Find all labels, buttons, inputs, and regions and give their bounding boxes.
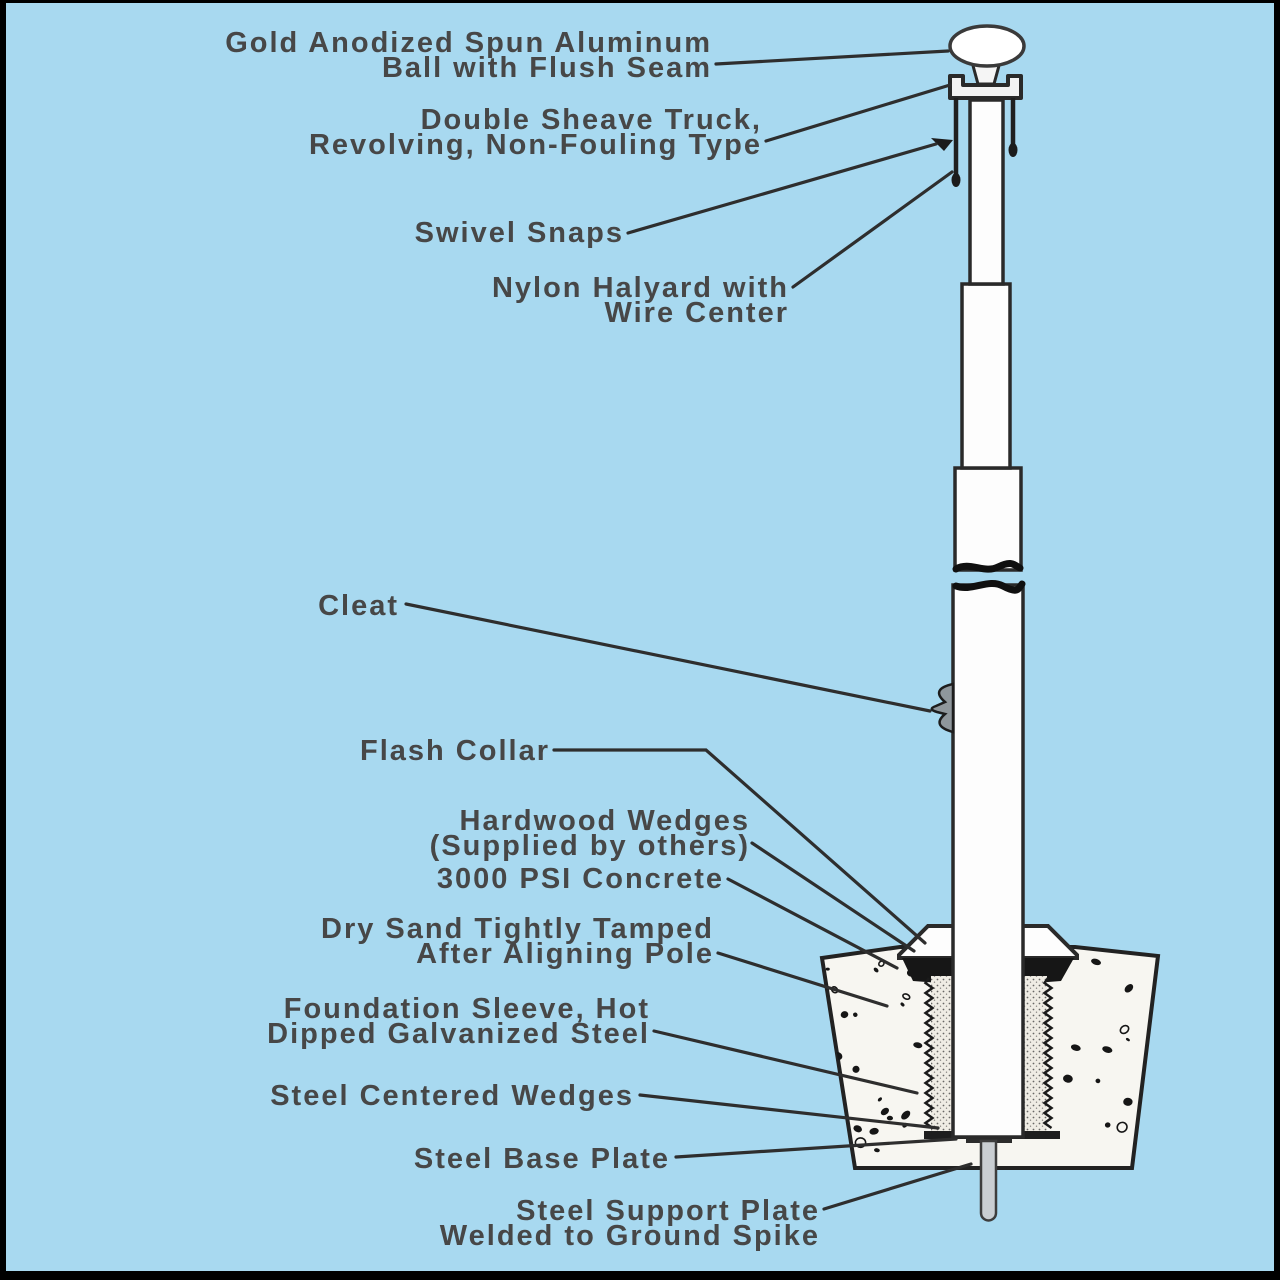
leader-concrete (726, 877, 899, 970)
swivel-snap-left-end (951, 173, 961, 187)
label-hardwood-line2: (Supplied by others) (429, 830, 750, 862)
label-halyard-line2: Wire Center (604, 297, 789, 329)
leader-baseplate (674, 1137, 958, 1159)
concrete-speckles (825, 958, 1144, 1154)
label-halyard-line1: Nylon Halyard with (491, 272, 789, 304)
leader-cleat (404, 602, 932, 713)
label-flash-line1: Flash Collar (360, 735, 550, 767)
label-ball-line2: Ball with Flush Seam (381, 52, 712, 84)
label-truck-line2: Revolving, Non-Fouling Type (308, 129, 762, 161)
label-support: Steel Support Plate Welded to Ground Spi… (439, 1195, 820, 1252)
label-halyard: Nylon Halyard with Wire Center (491, 272, 789, 329)
swivel-snap-right (1008, 143, 1018, 157)
label-support-line1: Steel Support Plate (516, 1195, 820, 1227)
pole-section-2 (960, 282, 1012, 470)
leader-swivel (626, 142, 938, 235)
foundation-sleeve-left-wall (923, 977, 935, 1130)
label-drysand: Dry Sand Tightly Tamped After Aligning P… (321, 913, 714, 970)
label-drysand-line1: Dry Sand Tightly Tamped (321, 913, 714, 945)
label-sleeve-line1: Foundation Sleeve, Hot (283, 993, 650, 1025)
label-cleat: Cleat (318, 590, 399, 622)
leader-support (822, 1162, 973, 1211)
label-swivel-line1: Swivel Snaps (414, 217, 624, 249)
pole-section-3 (953, 466, 1023, 572)
pole-break-upper (952, 559, 1024, 573)
label-drysand-line2: After Aligning Pole (416, 938, 714, 970)
label-steelwedges: Steel Centered Wedges (270, 1080, 634, 1112)
pole-section-1 (968, 98, 1005, 286)
leader-ball (714, 49, 950, 66)
leader-hardwood (750, 841, 916, 953)
foundation-sleeve-right-wall (1042, 977, 1054, 1130)
dry-sand-right (1022, 976, 1047, 1133)
label-swivel: Swivel Snaps (414, 217, 624, 249)
leader-steelwedges (638, 1093, 940, 1130)
dry-sand-left (931, 976, 954, 1133)
label-concrete-line1: 3000 PSI Concrete (436, 863, 724, 895)
label-ball: Gold Anodized Spun Aluminum Ball with Fl… (225, 27, 712, 84)
label-steelwedges-line1: Steel Centered Wedges (270, 1080, 634, 1112)
flagpole-diagram (404, 24, 1161, 1222)
diagram-stage: Gold Anodized Spun Aluminum Ball with Fl… (6, 3, 1274, 1271)
pole-section-4 (951, 583, 1025, 1139)
label-hardwood-line1: Hardwood Wedges (459, 805, 750, 837)
pole-break-lower (952, 579, 1026, 594)
swivel-snap-left (931, 138, 953, 151)
label-cleat-line1: Cleat (318, 590, 399, 622)
gold-ball (948, 24, 1026, 68)
label-support-line2: Welded to Ground Spike (439, 1220, 820, 1252)
label-hardwood: Hardwood Wedges (Supplied by others) (429, 805, 750, 862)
label-baseplate: Steel Base Plate (413, 1143, 670, 1175)
ground-spike (979, 1139, 998, 1222)
label-sleeve-line2: Dipped Galvanized Steel (267, 1018, 650, 1050)
leader-truck (764, 83, 952, 143)
label-concrete: 3000 PSI Concrete (436, 863, 724, 895)
label-ball-line1: Gold Anodized Spun Aluminum (225, 27, 712, 59)
label-baseplate-line1: Steel Base Plate (413, 1143, 670, 1175)
leader-halyard (791, 170, 954, 289)
truck-shape (948, 74, 1023, 100)
label-truck-line1: Double Sheave Truck, (420, 104, 762, 136)
leader-flash (552, 748, 927, 945)
label-sleeve: Foundation Sleeve, Hot Dipped Galvanized… (267, 993, 650, 1050)
leader-drysand (716, 951, 889, 1008)
label-truck: Double Sheave Truck, Revolving, Non-Foul… (308, 104, 762, 161)
leader-sleeve (652, 1029, 919, 1095)
cleat-shape (930, 682, 955, 734)
label-flash: Flash Collar (360, 735, 550, 767)
leader-lines (404, 49, 973, 1211)
